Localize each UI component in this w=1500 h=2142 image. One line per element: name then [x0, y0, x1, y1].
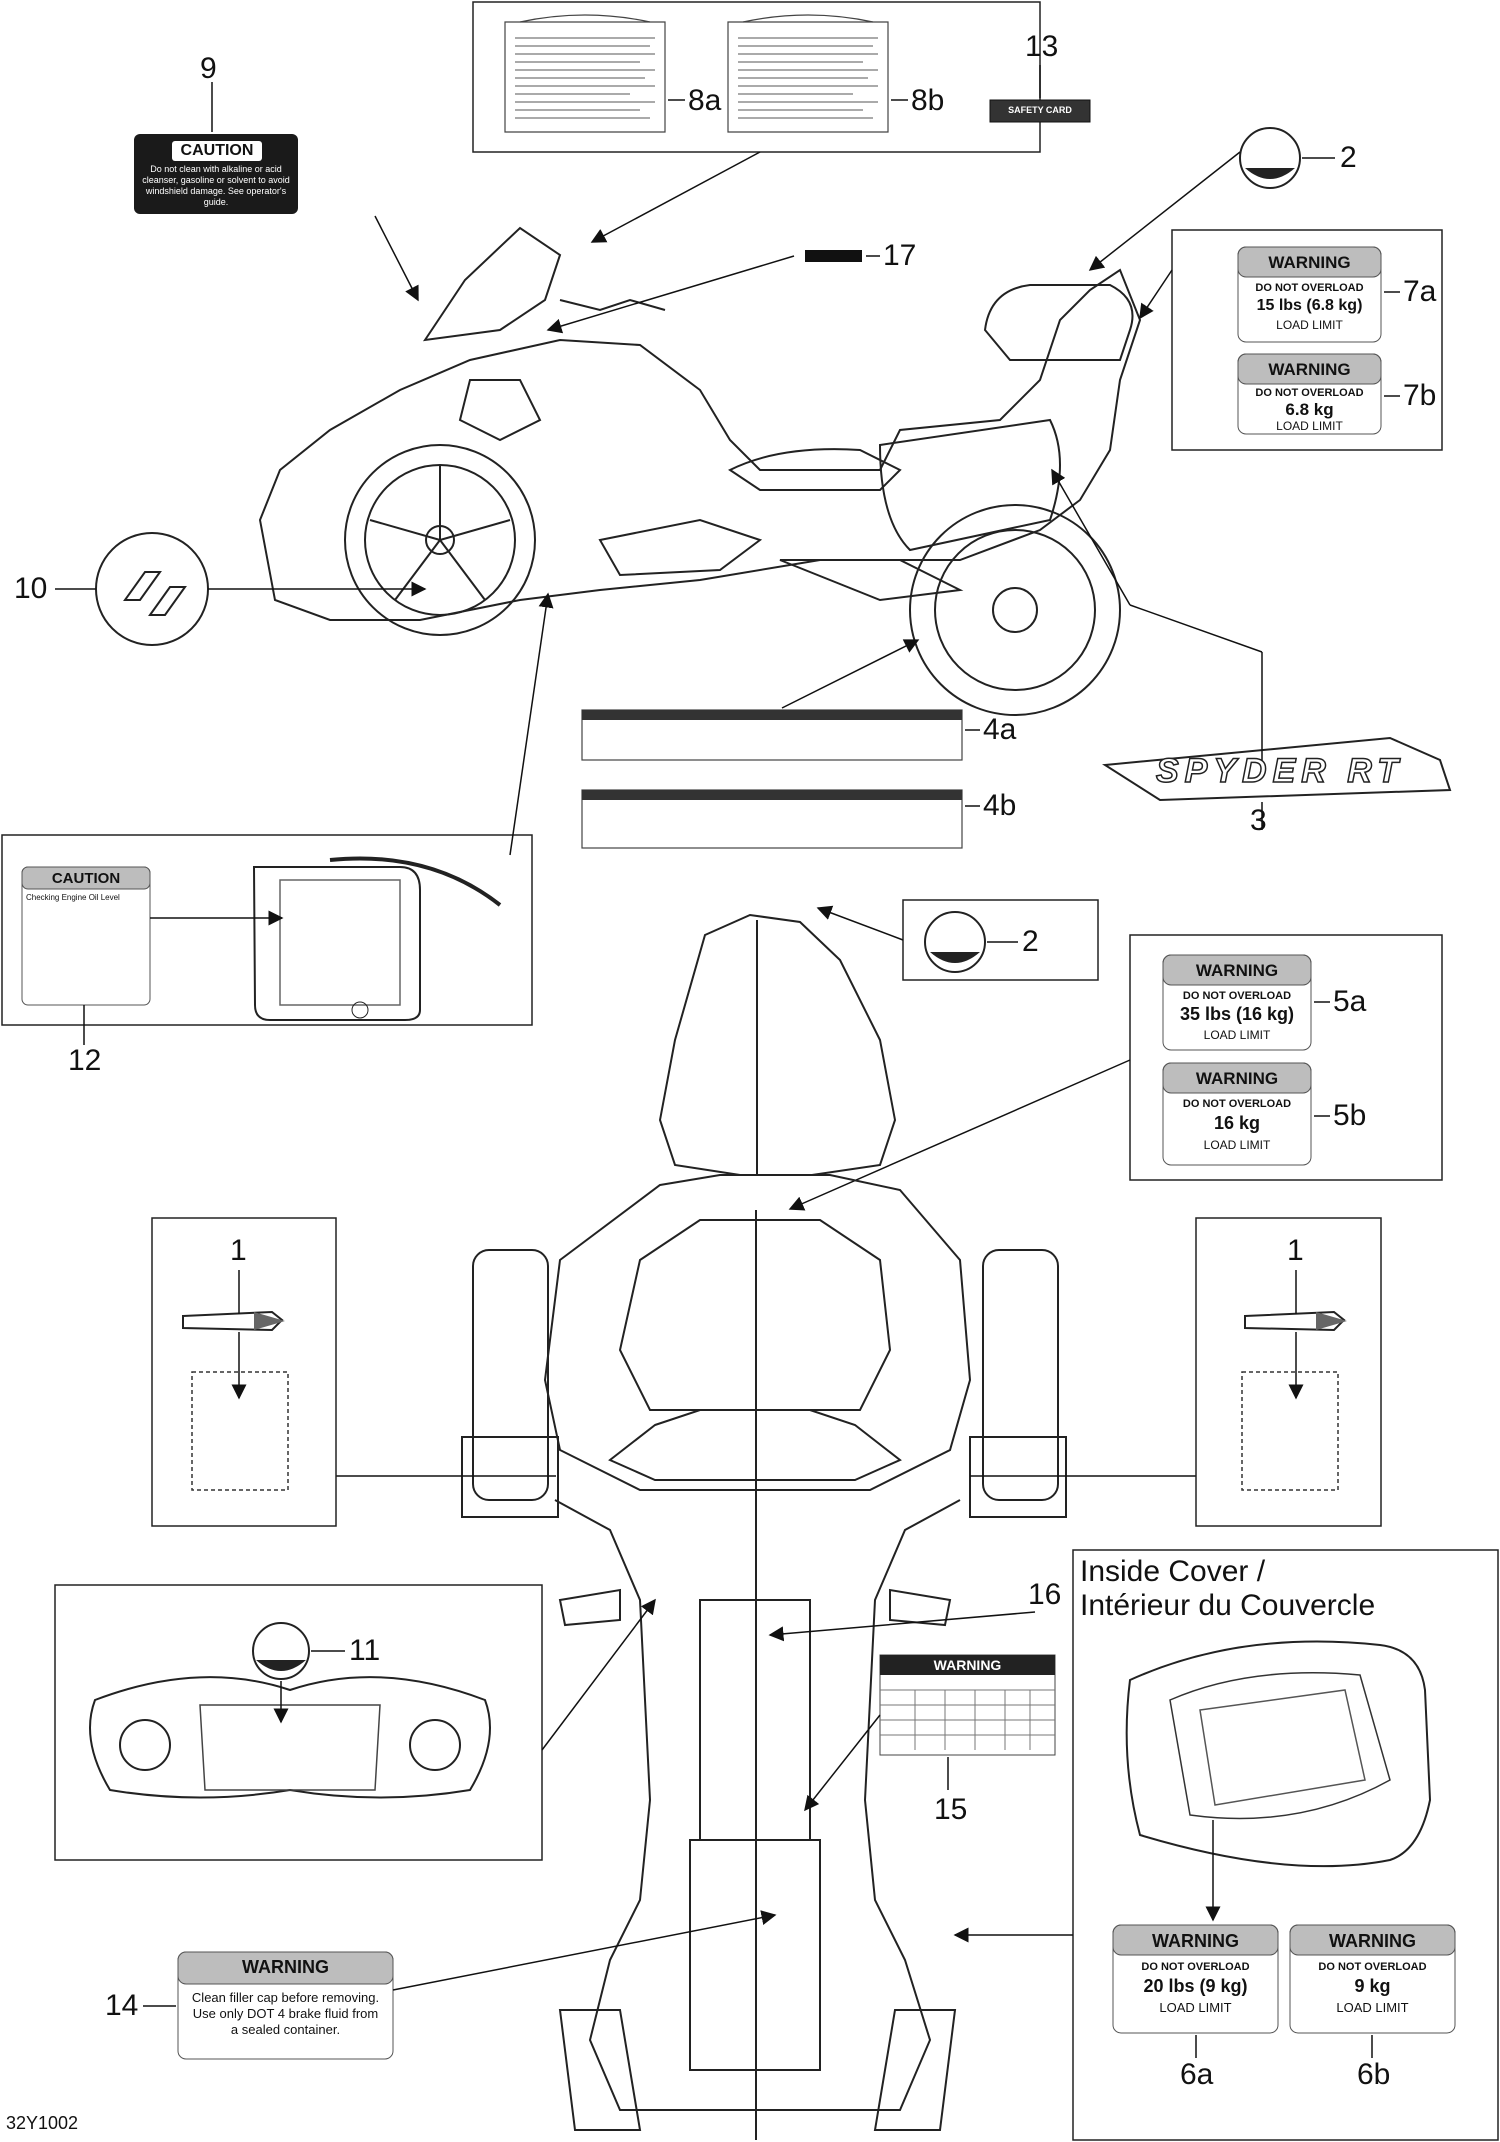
warning-box-5 [1129, 934, 1443, 1181]
callout-1-right: 1 [1287, 1234, 1304, 1267]
callout-12: 12 [68, 1044, 102, 1077]
decal-17 [805, 250, 862, 262]
warning-6a-line3: LOAD LIMIT [1159, 2000, 1232, 2015]
warning-5b-title: WARNING [1195, 1069, 1279, 1088]
warning-15-title: WARNING [933, 1657, 1002, 1673]
inside-cover-box [1072, 1549, 1499, 2141]
inside-cover-label: Inside Cover / Intérieur du Couvercle [1080, 1555, 1375, 1623]
warning-5a-line1: DO NOT OVERLOAD [1182, 990, 1292, 1002]
vehicle-side-view [258, 226, 1142, 716]
spyder-logo-text: SPYDER RT [1155, 751, 1404, 791]
callout-16: 16 [1028, 1578, 1062, 1611]
callout-8b: 8b [911, 84, 945, 117]
warning-5a-line2: 35 lbs (16 kg) [1179, 1004, 1295, 1024]
inside-cover-line1: Inside Cover / [1080, 1555, 1266, 1588]
inside-cover-line2: Intérieur du Couvercle [1080, 1589, 1376, 1622]
warning-7b-line1: DO NOT OVERLOAD [1255, 387, 1364, 399]
warning-5a-line3: LOAD LIMIT [1203, 1028, 1271, 1042]
emblem-2-box [902, 899, 1099, 981]
warning-decal-15 [879, 1654, 1056, 1790]
warning-6a-title: WARNING [1152, 1931, 1239, 1951]
warning-14-body3: a sealed container. [230, 2022, 341, 2037]
warning-6a-line2: 20 lbs (9 kg) [1143, 1976, 1248, 1996]
warning-7a-line1: DO NOT OVERLOAD [1255, 282, 1364, 294]
warning-14-title: WARNING [242, 1957, 329, 1977]
callout-7b: 7b [1403, 379, 1437, 412]
callout-13: 13 [1025, 30, 1059, 63]
emblem-10 [95, 532, 209, 646]
spyder-logo-3 [1102, 736, 1452, 802]
warning-14-body1: Clean filler cap before removing. [191, 1990, 380, 2005]
warning-5b-line2: 16 kg [1213, 1113, 1261, 1133]
callout-6a: 6a [1180, 2058, 1214, 2091]
callout-9: 9 [200, 52, 217, 85]
warning-5b-line1: DO NOT OVERLOAD [1182, 1098, 1292, 1110]
warning-7a-line3: LOAD LIMIT [1276, 318, 1343, 332]
callout-3: 3 [1250, 804, 1267, 837]
safety-card-text: SAFETY CARD [1008, 105, 1072, 115]
callout-11: 11 [349, 1634, 381, 1667]
warning-box-7 [1171, 229, 1443, 451]
warning-decal-14 [143, 1951, 394, 2060]
callout-1-left: 1 [230, 1234, 247, 1267]
label-sheet-box [472, 1, 1091, 153]
reflector-box-right [1195, 1217, 1382, 1527]
caution-9-title: CAUTION [180, 142, 254, 159]
oil-tank-box-12 [1, 834, 533, 1045]
warning-6b-line3: LOAD LIMIT [1336, 2000, 1409, 2015]
callout-14: 14 [105, 1989, 139, 2022]
caution-9-body: Do not clean with alkaline or acid clean… [142, 164, 290, 207]
warning-7b-line2: 6.8 kg [1285, 400, 1334, 419]
warning-6b-title: WARNING [1329, 1931, 1416, 1951]
reflector-box-left [151, 1217, 337, 1527]
callout-4b: 4b [983, 789, 1017, 822]
callout-5b: 5b [1333, 1099, 1367, 1132]
callout-7a: 7a [1403, 275, 1437, 308]
warning-7a-title: WARNING [1268, 253, 1351, 272]
tire-label-4a [581, 709, 980, 761]
warning-6b-line1: DO NOT OVERLOAD [1318, 1961, 1427, 1973]
callout-15: 15 [934, 1793, 968, 1826]
caution-12-body: Checking Engine Oil Level [26, 893, 120, 902]
warning-6a-line1: DO NOT OVERLOAD [1141, 1961, 1250, 1973]
diagram-id: 32Y1002 [6, 2113, 79, 2133]
callout-17: 17 [883, 239, 917, 272]
callout-4a: 4a [983, 713, 1017, 746]
callout-2-mid: 2 [1022, 925, 1039, 958]
callout-5a: 5a [1333, 985, 1367, 1018]
caution-decal-9 [134, 134, 298, 214]
callout-10: 10 [14, 572, 48, 605]
warning-7b-title: WARNING [1268, 360, 1351, 379]
emblem-2-top [1239, 127, 1301, 189]
callout-6b: 6b [1357, 2058, 1391, 2091]
tire-label-4b [581, 789, 980, 849]
warning-6b-line2: 9 kg [1354, 1976, 1391, 1996]
vehicle-top-view [461, 913, 1067, 2140]
warning-5b-line3: LOAD LIMIT [1203, 1138, 1271, 1152]
callout-8a: 8a [688, 84, 722, 117]
warning-7a-line2: 15 lbs (6.8 kg) [1256, 297, 1363, 314]
warning-7b-line3: LOAD LIMIT [1276, 419, 1343, 433]
caution-12-title: CAUTION [51, 870, 121, 887]
warning-5a-title: WARNING [1195, 961, 1279, 980]
dash-box-11 [54, 1584, 543, 1861]
warning-14-body2: Use only DOT 4 brake fluid from [192, 2006, 379, 2021]
callout-2-top: 2 [1340, 141, 1357, 174]
